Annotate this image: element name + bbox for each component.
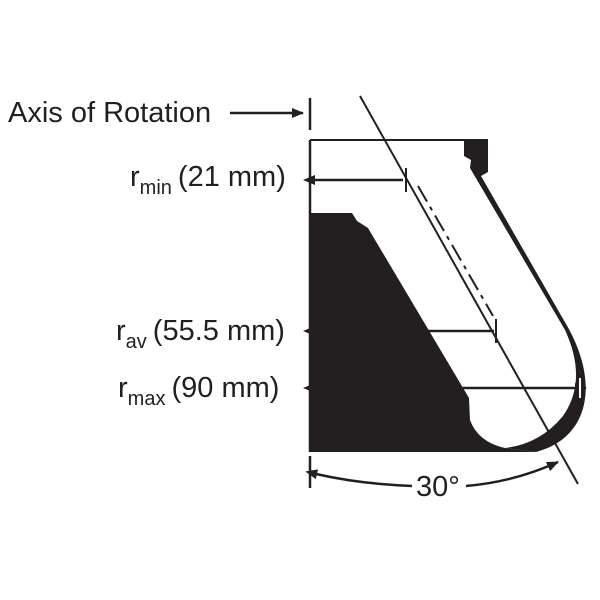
angle-arc-right	[465, 460, 559, 488]
axis-of-rotation-label: Axis of Rotation	[8, 97, 211, 129]
angle-arc-left	[305, 469, 413, 488]
angle-reference-line	[359, 95, 579, 485]
rotor-body-lower	[311, 213, 536, 452]
angle-label: 30°	[416, 471, 460, 503]
r-max-label: rmax(90 mm)	[118, 372, 279, 410]
r-min-label: rmin(21 mm)	[130, 161, 286, 199]
r-av-label: rav(55.5 mm)	[116, 315, 285, 353]
rotor-wall-right	[464, 140, 586, 452]
tube-center-line	[417, 185, 494, 317]
